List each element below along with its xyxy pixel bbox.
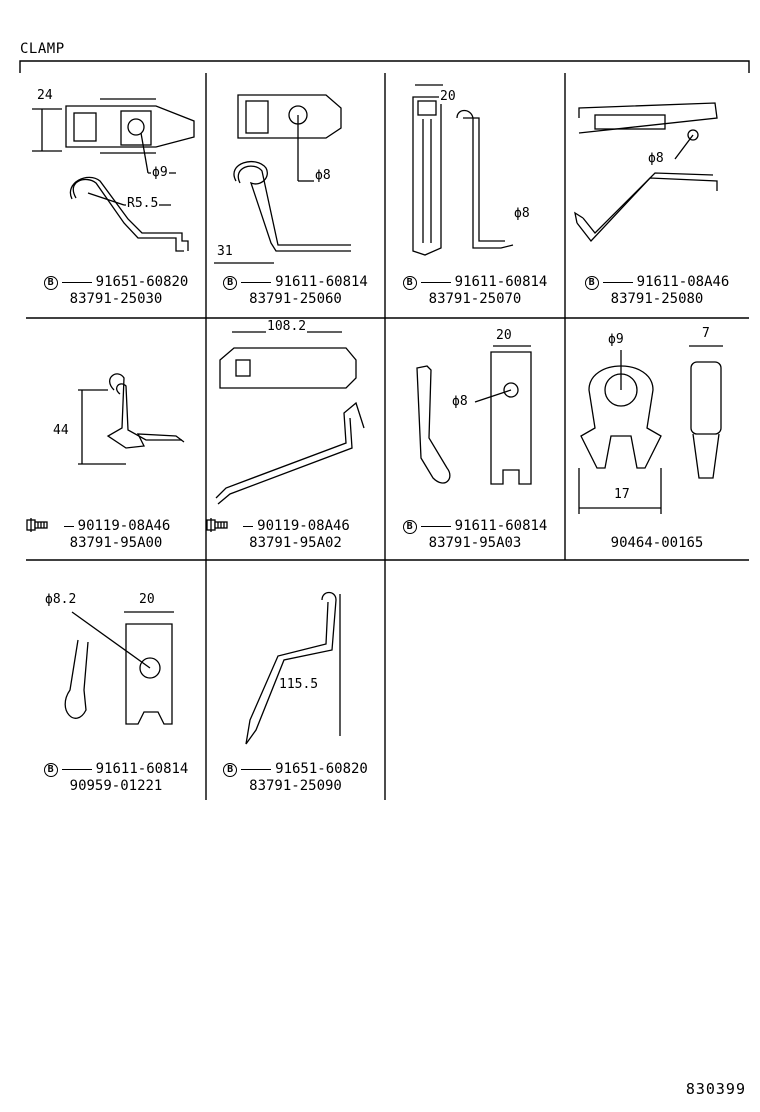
- clamp-drawing: [416, 345, 532, 485]
- fastener-part-number: 91611-60814: [275, 274, 368, 290]
- part-number: 83791-95A03: [428, 535, 522, 551]
- clamp-drawing: [64, 611, 174, 725]
- part-number: 83791-25030: [69, 291, 163, 307]
- clamp-drawing: [78, 373, 185, 465]
- screw-icon: [206, 518, 228, 532]
- dim-label: ϕ9: [607, 332, 625, 347]
- leader-line: [420, 526, 451, 527]
- dim-label: 31: [216, 244, 234, 259]
- clamp-drawing: [245, 591, 341, 745]
- dim-label: ϕ8: [451, 394, 469, 409]
- fastener-part-number: 90119-08A46: [77, 518, 171, 534]
- fastener-part-number: 91611-08A46: [636, 274, 730, 290]
- part-number-block: B 91651-60820 83791-25030: [26, 274, 206, 308]
- dim-label: 115.5: [278, 677, 320, 692]
- dim-label: ϕ8.2: [44, 592, 78, 607]
- part-number: 90464-00165: [610, 535, 704, 551]
- part-number-block: B 91611-60814 90959-01221: [26, 761, 206, 795]
- dim-label: 7: [701, 326, 711, 341]
- part-number: 83791-95A00: [69, 535, 163, 551]
- screw-icon: [26, 518, 48, 532]
- leader-line: [243, 526, 254, 527]
- part-number: 83791-25090: [249, 778, 342, 794]
- leader-line: [420, 282, 451, 283]
- bolt-icon: B: [402, 519, 417, 534]
- fastener-part-number: 91651-60820: [95, 274, 189, 290]
- part-number: 83791-25060: [249, 291, 342, 307]
- cell-4: ϕ8 B 91611-08A46 83791-25080: [565, 73, 749, 318]
- dim-label: ϕ8: [647, 151, 665, 166]
- dim-label: 108.2: [266, 319, 308, 334]
- bolt-icon: B: [223, 275, 238, 290]
- cell-1: 24 ϕ9 R5.5 B 91651-60820 83791-25030: [26, 73, 206, 318]
- dim-label: 44: [52, 423, 70, 438]
- fastener-part-number: 91611-60814: [95, 761, 189, 777]
- part-number: 83791-25070: [428, 291, 522, 307]
- part-number-block: 90119-08A46 83791-95A00: [26, 518, 206, 552]
- dim-label: 24: [36, 88, 54, 103]
- part-number-block: B 91611-60814 83791-95A03: [385, 518, 565, 552]
- cell-10: 115.5 B 91651-60820 83791-25090: [206, 560, 385, 800]
- part-number-block: 90119-08A46 83791-95A02: [206, 518, 385, 552]
- dim-label: ϕ9: [151, 165, 169, 180]
- part-number-block: B 91611-08A46 83791-25080: [565, 274, 749, 308]
- dim-label: 20: [439, 89, 457, 104]
- dim-label: R5.5: [126, 196, 160, 211]
- cell-2: ϕ8 31 B 91611-60814 83791-25060: [206, 73, 385, 318]
- reference-number: 830399: [685, 1080, 746, 1098]
- clamp-drawing: [214, 94, 351, 264]
- bolt-icon: B: [584, 275, 599, 290]
- fastener-part-number: 90119-08A46: [257, 518, 350, 534]
- fastener-part-number: 91651-60820: [275, 761, 368, 777]
- clamp-drawing: [578, 345, 723, 514]
- cell-6: 108.2 90119-08A46 83791-95A02: [206, 318, 385, 560]
- leader-line: [241, 282, 272, 283]
- cell-3: 20 ϕ8 B 91611-60814 83791-25070: [385, 73, 565, 318]
- part-number-block: 90464-00165: [565, 535, 749, 552]
- dim-label: 20: [495, 328, 513, 343]
- part-number-block: B 91611-60814 83791-25070: [385, 274, 565, 308]
- dim-label: ϕ8: [513, 206, 531, 221]
- dim-label: 20: [138, 592, 156, 607]
- leader-line: [61, 769, 92, 770]
- bolt-icon: B: [43, 275, 58, 290]
- bolt-icon: B: [223, 762, 238, 777]
- diagram-title: CLAMP: [20, 41, 65, 57]
- bolt-icon: B: [402, 275, 417, 290]
- fastener-part-number: 91611-60814: [454, 274, 548, 290]
- leader-line: [602, 282, 633, 283]
- bolt-icon: B: [43, 762, 58, 777]
- leader-line: [63, 526, 74, 527]
- cell-9: ϕ8.2 20 B 91611-60814 90959-01221: [26, 560, 206, 800]
- part-number: 90959-01221: [69, 778, 163, 794]
- dim-label: ϕ8: [314, 168, 332, 183]
- part-number-block: B 91611-60814 83791-25060: [206, 274, 385, 308]
- part-number: 83791-95A02: [249, 535, 342, 551]
- part-number: 83791-25080: [610, 291, 704, 307]
- clamp-drawing: [412, 84, 514, 256]
- cell-8: ϕ9 7 17 90464-00165: [565, 318, 749, 560]
- cell-5: 44 90119-08A46 83791-95A00: [26, 318, 206, 560]
- fastener-part-number: 91611-60814: [454, 518, 548, 534]
- clamp-drawing: [574, 102, 718, 242]
- cell-7: 20 ϕ8 B 91611-60814 83791-95A03: [385, 318, 565, 560]
- leader-line: [241, 769, 272, 770]
- dim-label: 17: [613, 487, 631, 502]
- part-number-block: B 91651-60820 83791-25090: [206, 761, 385, 795]
- leader-line: [61, 282, 92, 283]
